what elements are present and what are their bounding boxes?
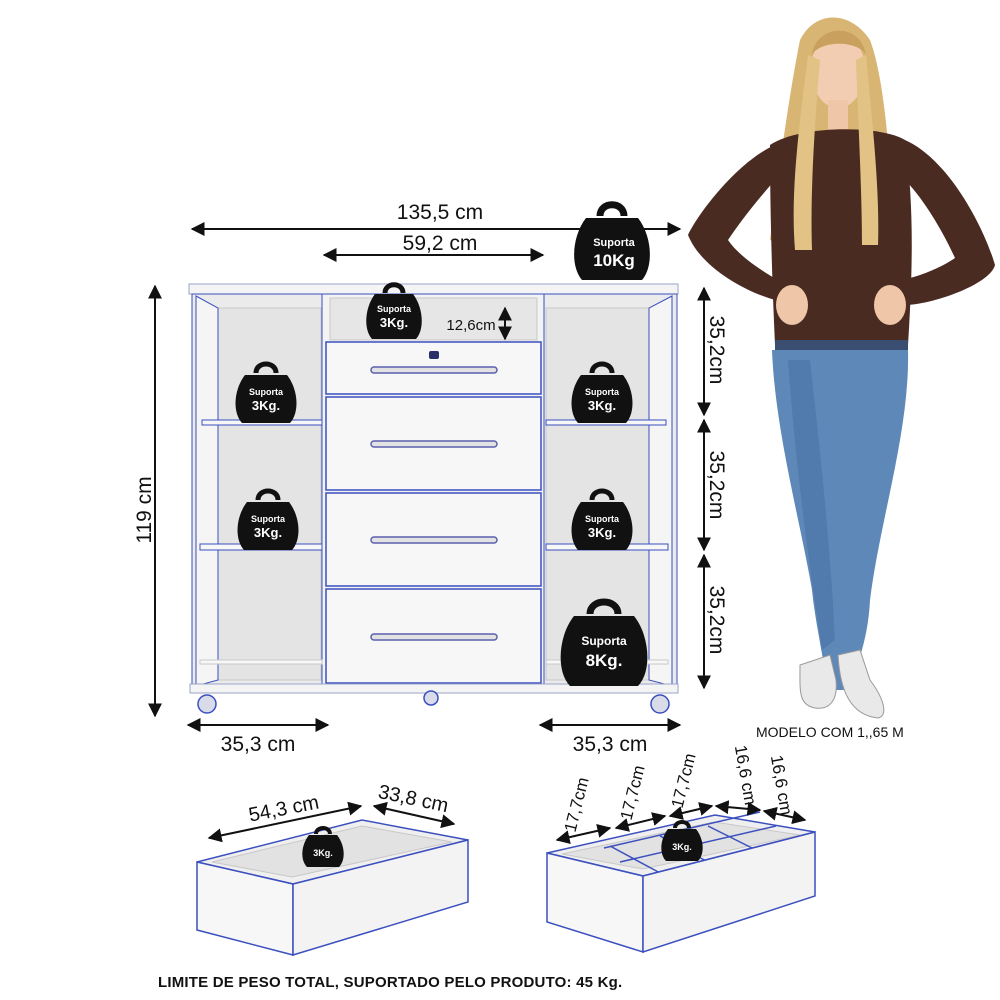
weight-right-lower-line1: Suporta xyxy=(581,634,627,648)
weight-icon-left-middle: Suporta 3Kg. xyxy=(237,488,299,550)
shelf-1-height-label: 35,2cm xyxy=(705,316,728,385)
total-weight-limit-footer: LIMITE DE PESO TOTAL, SUPORTADO PELO PRO… xyxy=(158,974,623,991)
weight-icon-right-middle: Suporta 3Kg. xyxy=(571,488,633,550)
niche-height-label: 12,6cm xyxy=(446,317,495,334)
drawer-divided-dim-4: 16,6 cm xyxy=(731,744,760,807)
weight-right-middle-line1: Suporta xyxy=(585,514,620,524)
weight-left-upper-line1: Suporta xyxy=(249,387,284,397)
shelf-2-height-label: 35,2cm xyxy=(705,451,728,520)
weight-niche-line1: Suporta xyxy=(377,304,412,314)
weight-icon-top: Suporta 10Kg xyxy=(574,201,650,280)
model-height-note: MODELO COM 1,,65 M xyxy=(756,724,904,740)
weight-niche-line2: 3Kg. xyxy=(380,315,408,330)
drawer-plain-depth-label: 33,8 cm xyxy=(376,781,450,817)
weight-icon-niche: Suporta 3Kg. xyxy=(366,282,422,339)
drawer-divided-dim-5: 16,6 cm xyxy=(767,754,796,817)
weight-right-middle-line2: 3Kg. xyxy=(588,525,616,540)
dimension-lines xyxy=(148,222,711,732)
right-base-width-label: 35,3 cm xyxy=(573,733,648,756)
left-base-width-label: 35,3 cm xyxy=(221,733,296,756)
drawer-divided-weight-label: 3Kg. xyxy=(672,842,692,852)
weight-icon-drawer-plain: 3Kg. xyxy=(302,826,344,867)
weight-right-lower-line2: 8Kg. xyxy=(586,651,623,670)
total-width-label: 135,5 cm xyxy=(397,201,483,224)
weight-icon-right-upper: Suporta 3Kg. xyxy=(571,361,633,423)
drawer-divided-dim-2: 17,7cm xyxy=(617,763,649,822)
weight-left-middle-line1: Suporta xyxy=(251,514,286,524)
weight-top-line2: 10Kg xyxy=(593,251,635,270)
dimension-labels: 135,5 cm 59,2 cm 119 cm 12,6cm 35,2cm 35… xyxy=(133,201,728,756)
weight-top-line1: Suporta xyxy=(593,237,635,249)
shelf-3-height-label: 35,2cm xyxy=(705,586,728,655)
person-model-figure xyxy=(688,17,995,719)
weight-right-upper-line1: Suporta xyxy=(585,387,620,397)
weight-icon-right-lower: Suporta 8Kg. xyxy=(560,598,648,686)
drawer-divided-illustration: 17,7cm 17,7cm 17,7cm 16,6 cm 16,6 cm 3Kg… xyxy=(546,744,816,954)
drawer-divided-dim-1: 17,7cm xyxy=(561,775,593,834)
weight-icon-left-upper: Suporta 3Kg. xyxy=(235,361,297,423)
height-label: 119 cm xyxy=(133,476,156,543)
weight-icon-drawer-divided: 3Kg. xyxy=(661,820,703,861)
drawer-plain-weight-label: 3Kg. xyxy=(313,848,333,858)
drawer-plain-illustration: 54,3 cm 33,8 cm 3Kg. xyxy=(196,781,469,957)
weight-right-upper-line2: 3Kg. xyxy=(588,398,616,413)
drawer-divided-dim-3: 17,7cm xyxy=(668,751,700,810)
weight-left-upper-line2: 3Kg. xyxy=(252,398,280,413)
center-width-label: 59,2 cm xyxy=(403,232,478,255)
weight-left-middle-line2: 3Kg. xyxy=(254,525,282,540)
